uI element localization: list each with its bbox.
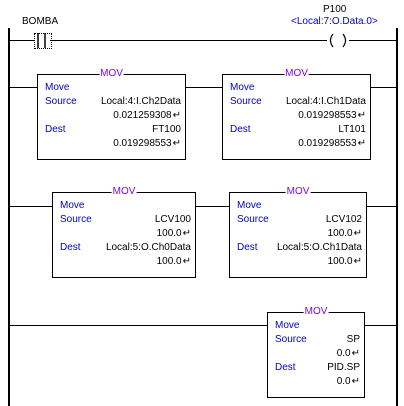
source-value: 0.019298553: [298, 110, 357, 121]
source-label: Source: [45, 96, 77, 107]
left-arrow-icon: ↵: [351, 376, 360, 387]
left-arrow-icon: ↵: [353, 228, 362, 239]
rung1-wire-c: [370, 87, 396, 88]
rung3-wire-b: [364, 325, 396, 326]
source-value-row: 0.019298553↵: [298, 110, 366, 122]
rung0-wire-left: [10, 40, 35, 41]
dest-value: 0.0: [336, 376, 351, 387]
dest-value-row: 0.019298553↵: [113, 138, 181, 150]
mov-title: MOV: [99, 68, 124, 80]
source-value: 100.0: [327, 228, 353, 239]
source-label: Source: [60, 214, 92, 225]
dest-label: Dest: [275, 362, 296, 373]
mov-type-label: Move: [60, 200, 85, 211]
rung0-wire-main: [50, 40, 327, 41]
mov-type-label: Move: [275, 320, 300, 331]
xic-contact-icon[interactable]: [34, 33, 50, 48]
coil-tag-label[interactable]: P100: [323, 4, 347, 15]
left-power-rail: [8, 28, 10, 406]
left-arrow-icon: ↵: [182, 228, 191, 239]
source-value: 100.0: [156, 228, 182, 239]
rung0-wire-right: [349, 40, 396, 41]
mov-title: MOV: [303, 306, 329, 318]
dest-tag[interactable]: Local:5:O.Ch1Data: [276, 242, 362, 253]
mov-block-lcv100[interactable]: MOV Move Source LCV100 100.0↵ Dest Local…: [52, 186, 196, 278]
dest-label: Dest: [237, 242, 258, 253]
source-tag[interactable]: LCV102: [325, 214, 362, 225]
dest-label: Dest: [60, 242, 81, 253]
dest-value: 100.0: [156, 256, 182, 267]
mov-title: MOV: [285, 186, 311, 198]
source-value-row: 100.0↵: [157, 228, 191, 240]
dest-tag[interactable]: PID.SP: [327, 362, 360, 373]
source-tag[interactable]: SP: [346, 334, 360, 345]
source-label: Source: [230, 96, 262, 107]
left-arrow-icon: ↵: [357, 110, 366, 121]
dest-value-row: 100.0↵: [328, 256, 362, 268]
rung2-wire-c: [366, 206, 396, 207]
dest-value-row: 100.0↵: [157, 256, 191, 268]
mov-block-lcv102[interactable]: MOV Move Source LCV102 100.0↵ Dest Local…: [229, 186, 367, 278]
source-tag[interactable]: LCV100: [154, 214, 191, 225]
dest-label: Dest: [230, 124, 251, 135]
dest-tag[interactable]: FT100: [152, 124, 181, 135]
left-arrow-icon: ↵: [182, 256, 191, 267]
source-value: 0.021259308: [113, 110, 172, 121]
left-arrow-icon: ↵: [353, 256, 362, 267]
dest-tag[interactable]: LT101: [338, 124, 366, 135]
dest-value-row: 0.0↵: [337, 376, 360, 388]
rung2-wire-b: [195, 206, 229, 207]
source-tag[interactable]: Local:4:I.Ch1Data: [285, 96, 366, 107]
dest-tag[interactable]: Local:5:O.Ch0Data: [105, 242, 191, 253]
mov-type-label: Move: [45, 82, 70, 93]
source-value-row: 0.0↵: [337, 348, 360, 360]
source-label: Source: [237, 214, 269, 225]
mov-block-ft100[interactable]: MOV Move Source Local:4:I.Ch2Data 0.0212…: [37, 68, 186, 160]
mov-type-label: Move: [237, 200, 262, 211]
rung1-wire-a: [10, 87, 38, 88]
rung1-wire-b: [185, 87, 222, 88]
right-power-rail: [396, 28, 398, 406]
left-arrow-icon: ↵: [351, 348, 360, 359]
mov-block-sp[interactable]: MOV Move Source SP 0.0↵ Dest PID.SP 0.0↵: [267, 306, 365, 398]
source-value-row: 0.021259308↵: [113, 110, 181, 122]
dest-value: 0.019298553: [113, 138, 172, 149]
source-label: Source: [275, 334, 307, 345]
left-arrow-icon: ↵: [172, 110, 181, 121]
mov-title: MOV: [284, 68, 309, 80]
source-value-row: 100.0↵: [328, 228, 362, 240]
source-value: 0.0: [336, 348, 351, 359]
mov-type-label: Move: [230, 82, 255, 93]
left-arrow-icon: ↵: [172, 138, 181, 149]
mov-block-lt101[interactable]: MOV Move Source Local:4:I.Ch1Data 0.0192…: [222, 68, 371, 160]
ote-coil-icon[interactable]: [327, 33, 349, 48]
mov-title: MOV: [111, 186, 137, 198]
dest-value: 100.0: [327, 256, 353, 267]
dest-value-row: 0.019298553↵: [298, 138, 366, 150]
contact-tag-label[interactable]: BOMBA: [22, 16, 59, 27]
left-arrow-icon: ↵: [357, 138, 366, 149]
source-tag[interactable]: Local:4:I.Ch2Data: [100, 96, 181, 107]
dest-value: 0.019298553: [298, 138, 357, 149]
rung3-wire-a: [10, 325, 267, 326]
contact-selection-box: [34, 33, 52, 49]
rung2-wire-a: [10, 206, 53, 207]
dest-label: Dest: [45, 124, 66, 135]
coil-address-label: <Local:7:O.Data.0>: [291, 16, 378, 27]
